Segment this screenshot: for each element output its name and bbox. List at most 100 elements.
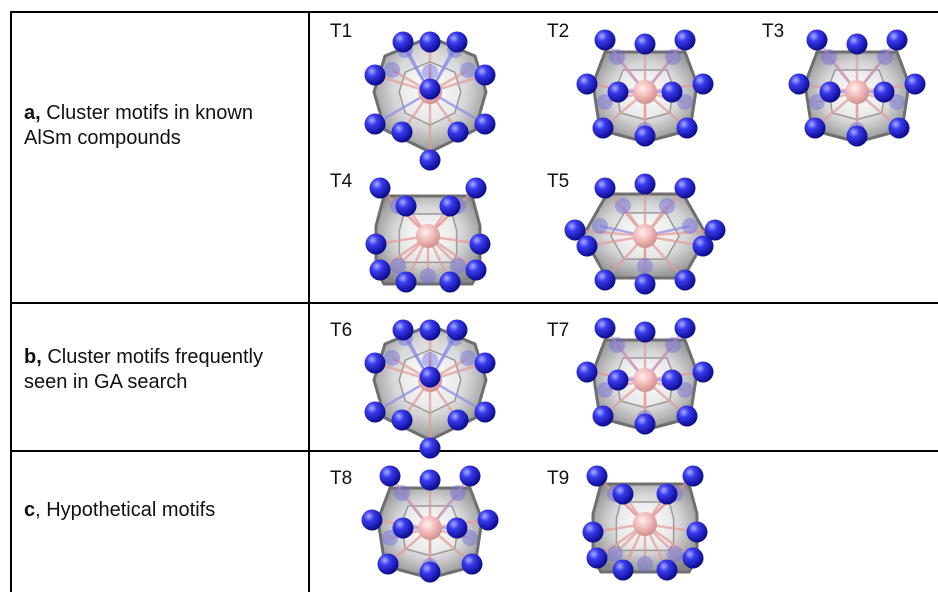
atom	[692, 235, 714, 257]
atom	[392, 319, 414, 341]
center-atom	[633, 512, 657, 536]
atom	[634, 413, 656, 435]
atom	[904, 73, 926, 95]
back-atom	[382, 530, 398, 546]
back-atom	[462, 530, 478, 546]
atom	[612, 559, 634, 581]
atom	[674, 29, 696, 51]
atom	[474, 352, 496, 374]
atom	[676, 117, 698, 139]
back-atom	[450, 258, 466, 274]
atom	[674, 177, 696, 199]
center-atom	[416, 224, 440, 248]
back-atom	[615, 198, 631, 214]
atom	[419, 319, 441, 341]
back-atom	[809, 94, 825, 110]
back-atom	[384, 350, 400, 366]
atom	[586, 547, 608, 569]
cluster-motif-t3	[788, 29, 926, 147]
atom	[459, 465, 481, 487]
atom	[682, 465, 704, 487]
atom	[576, 361, 598, 383]
back-atom	[394, 485, 410, 501]
atom	[682, 547, 704, 569]
atom	[674, 317, 696, 339]
atom	[692, 361, 714, 383]
center-atom	[633, 224, 657, 248]
row-label-c: c, Hypothetical motifs	[24, 498, 304, 523]
atom	[788, 73, 810, 95]
cluster-motif-t5	[564, 173, 726, 295]
atom	[369, 259, 391, 281]
row-label-a-letter: a,	[24, 102, 41, 124]
atom	[692, 73, 714, 95]
atom	[594, 177, 616, 199]
atom	[594, 269, 616, 291]
row-label-c-text: , Hypothetical motifs	[35, 499, 216, 521]
back-atom	[877, 49, 893, 65]
motif-label-t5: T5	[547, 171, 570, 192]
back-atom	[609, 49, 625, 65]
atom	[582, 521, 604, 543]
back-atom	[460, 62, 476, 78]
center-atom	[633, 80, 657, 104]
cluster-motif-t1	[364, 31, 496, 171]
atom	[661, 81, 683, 103]
motif-label-t7: T7	[547, 320, 570, 341]
atom	[656, 559, 678, 581]
atom	[586, 465, 608, 487]
atom	[419, 469, 441, 491]
back-atom	[450, 485, 466, 501]
atom	[819, 81, 841, 103]
cluster-motif-t7	[576, 317, 714, 435]
atom	[474, 401, 496, 423]
back-atom	[609, 337, 625, 353]
center-atom	[845, 80, 869, 104]
atom	[395, 271, 417, 293]
atom	[634, 125, 656, 147]
atom	[674, 269, 696, 291]
atom	[564, 219, 586, 241]
atom	[474, 113, 496, 135]
atom	[634, 321, 656, 343]
atom	[395, 195, 417, 217]
back-atom	[665, 337, 681, 353]
back-atom	[597, 94, 613, 110]
atom	[886, 29, 908, 51]
back-atom	[667, 546, 683, 562]
atom	[804, 117, 826, 139]
atom	[634, 273, 656, 295]
atom	[461, 553, 483, 575]
atom	[392, 517, 414, 539]
atom	[364, 401, 386, 423]
back-atom	[390, 258, 406, 274]
atom	[806, 29, 828, 51]
back-atom	[422, 64, 438, 80]
row-label-a: a, Cluster motifs in known AlSm compound…	[24, 101, 304, 151]
row-label-a-text2: AlSm compounds	[24, 127, 181, 149]
row-label-b-text: Cluster motifs frequently	[41, 346, 263, 368]
atom	[419, 561, 441, 583]
center-atom	[633, 368, 657, 392]
back-atom	[637, 258, 653, 274]
atom	[419, 437, 441, 459]
atom	[391, 121, 413, 143]
atom	[607, 81, 629, 103]
atom	[686, 521, 708, 543]
atom	[469, 233, 491, 255]
back-atom	[677, 382, 693, 398]
cluster-motif-t2	[576, 29, 714, 147]
cluster-motif-t4	[365, 177, 491, 293]
center-atom	[418, 516, 442, 540]
atom	[634, 33, 656, 55]
row-label-c-letter: c	[24, 499, 36, 521]
atom	[364, 64, 386, 86]
atom	[846, 33, 868, 55]
atom	[612, 483, 634, 505]
atom	[377, 553, 399, 575]
atom	[576, 73, 598, 95]
back-atom	[420, 268, 436, 284]
atom	[594, 29, 616, 51]
